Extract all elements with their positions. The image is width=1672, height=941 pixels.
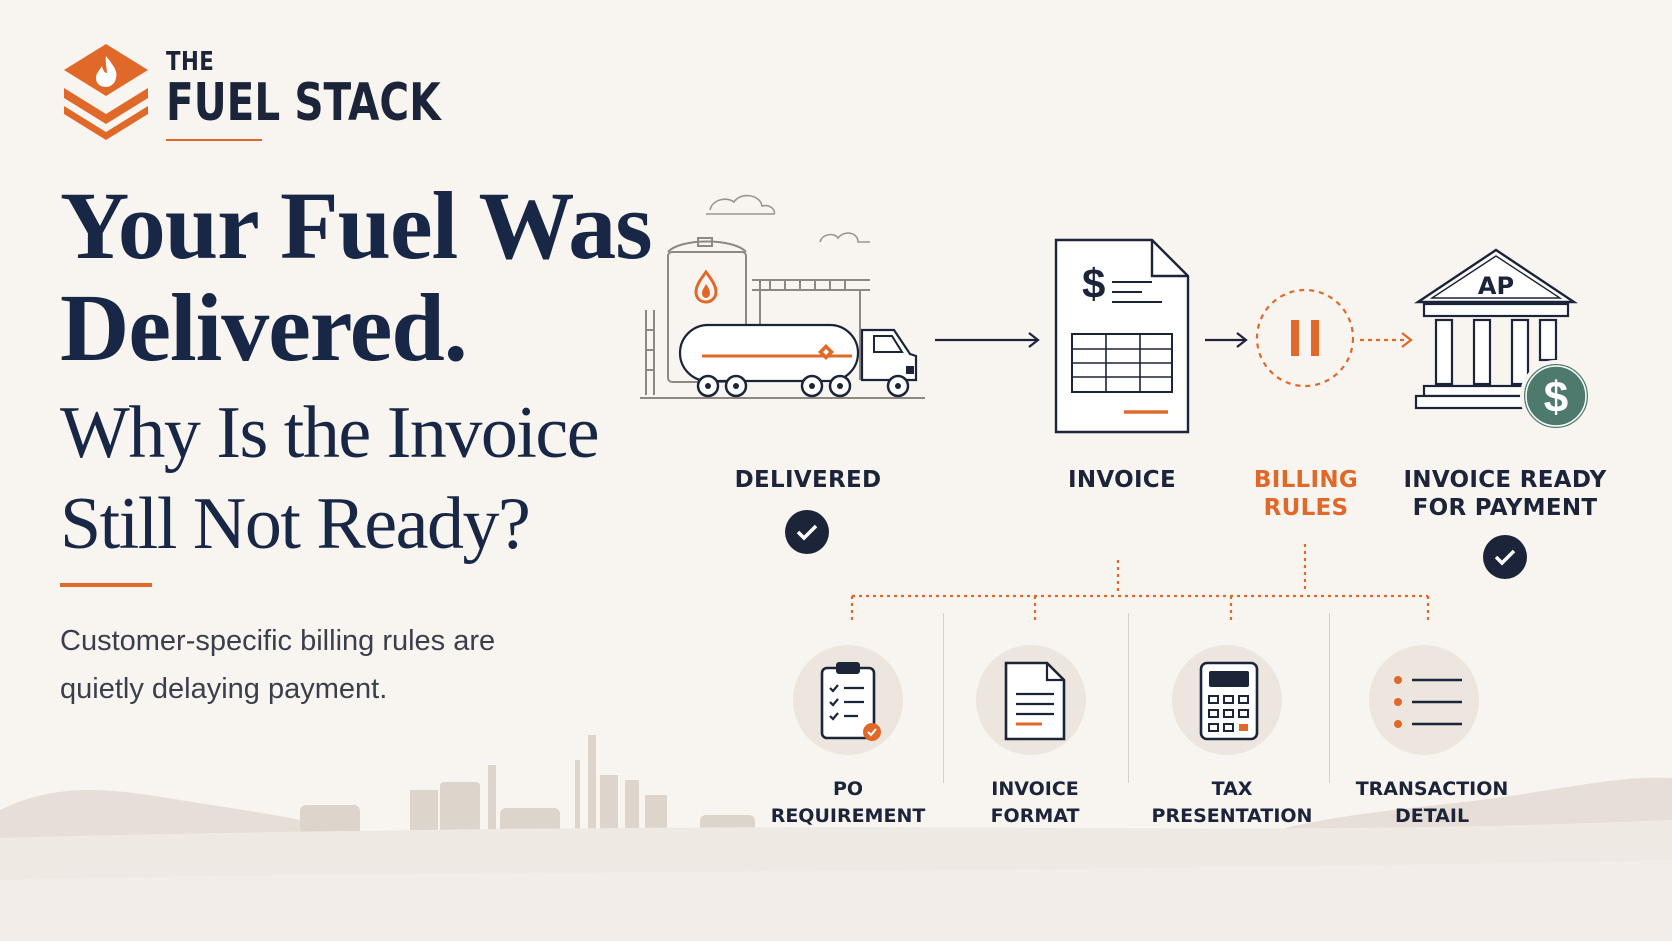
rule-divider-1 (943, 613, 944, 783)
rule-label-detail: DETAIL (1394, 805, 1470, 827)
brand-the: THE (166, 47, 215, 77)
brand-lockup: THE FUEL STACK (60, 40, 518, 141)
brand-name: FUEL STACK (166, 73, 441, 133)
stage-label-rules: RULES (1263, 495, 1349, 521)
pause-icon (1255, 288, 1355, 388)
clipboard-checklist-icon (820, 662, 881, 741)
lede-text: Customer-specific billing rules are quie… (60, 625, 496, 705)
arrow-invoice-to-billing (1205, 332, 1248, 348)
stage-label-delivered: DELIVERED (734, 467, 882, 493)
headline-line-2: Delivered. (60, 274, 468, 381)
rule-divider-3 (1329, 613, 1330, 783)
rule-label-invoice-format: INVOICE FORMAT (945, 776, 1125, 830)
refinery-skyline-background (0, 735, 1672, 941)
rule-label-presentation: PRESENTATION (1151, 805, 1313, 827)
bank-ap-label: AP (1478, 272, 1514, 300)
stage-label-ready: INVOICE READY FOR PAYMENT (1385, 466, 1625, 522)
invoice-document-icon: $ (1054, 238, 1190, 434)
rule-label-tax-presentation: TAX PRESENTATION (1142, 776, 1322, 830)
subheadline-line-2: Still Not Ready? (60, 483, 531, 565)
rule-label-transaction-detail: TRANSACTION DETAIL (1342, 776, 1522, 830)
delivered-check-icon (785, 510, 829, 554)
stage-label-billing: BILLING (1253, 467, 1359, 493)
arrow-delivered-to-invoice (935, 332, 1040, 348)
bank-ap-icon: AP $ (1414, 248, 1592, 432)
fuel-stack-logo-icon (64, 44, 148, 140)
rule-label-invoice: INVOICE (991, 778, 1079, 800)
rule-divider-2 (1128, 613, 1129, 783)
headline: Your Fuel Was Delivered. (60, 172, 653, 381)
transaction-detail-badge (1369, 645, 1479, 755)
billing-rules-connector (850, 544, 1430, 622)
rule-label-requirement: REQUIREMENT (770, 805, 926, 827)
rule-label-format: FORMAT (990, 805, 1080, 827)
stage-label-ready-line-2: FOR PAYMENT (1412, 495, 1598, 521)
accent-divider (60, 583, 152, 587)
subheadline: Why Is the Invoice Still Not Ready? (60, 388, 600, 570)
stage-label-billing-rules: BILLING RULES (1206, 466, 1406, 522)
dashed-arrow-billing-to-ready (1360, 332, 1413, 348)
line-items-icon (1394, 676, 1462, 728)
subheadline-line-1: Why Is the Invoice (60, 392, 600, 474)
calculator-icon (1199, 661, 1259, 741)
document-format-icon (1004, 661, 1066, 741)
rule-label-po: PO (832, 778, 864, 800)
coin-dollar-sign: $ (1544, 373, 1568, 422)
stage-label-ready-line-1: INVOICE READY (1403, 467, 1607, 493)
stage-label-invoice: INVOICE (1067, 467, 1176, 493)
brand-underline (166, 139, 262, 141)
rule-label-transaction: TRANSACTION (1355, 778, 1509, 800)
headline-line-1: Your Fuel Was (60, 172, 653, 279)
rule-label-po-requirement: PO REQUIREMENT (758, 776, 938, 830)
fuel-truck-terminal-icon (640, 194, 925, 399)
invoice-dollar-sign: $ (1082, 260, 1105, 307)
ready-check-icon (1483, 535, 1527, 579)
rule-label-tax: TAX (1211, 778, 1253, 800)
